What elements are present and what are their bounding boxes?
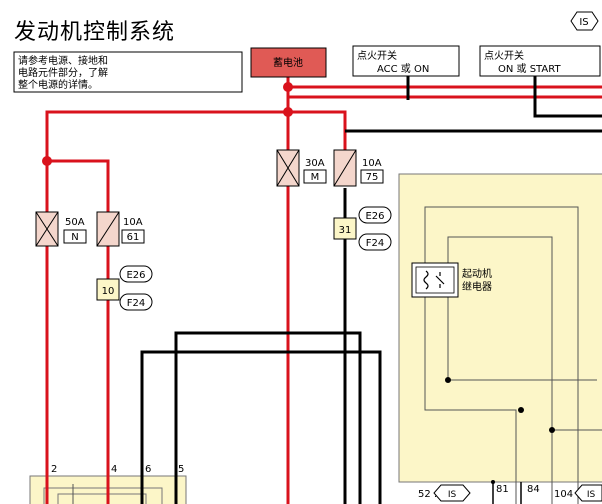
fuse-10a-75-amp: 10A <box>362 158 382 169</box>
relay-label-2: 继电器 <box>462 280 492 293</box>
fuse-10a-75-id: 75 <box>366 172 379 183</box>
note-box: 请参考电源、接地和 电路元件部分，了解 整个电源的详情。 <box>13 51 243 93</box>
ecm-inner-line-2 <box>424 297 517 504</box>
connector-31-label: 31 <box>339 225 352 236</box>
note-line-1: 请参考电源、接地和 <box>18 54 108 67</box>
connector-10: 10 E26 F24 <box>96 265 153 311</box>
pin-5: 5 <box>178 464 184 475</box>
fuse-30a: 30A M <box>276 149 327 187</box>
fuse-30a-amp: 30A <box>305 158 325 169</box>
fuse-50a: 50A N <box>35 211 87 247</box>
black-wires <box>140 76 602 504</box>
ecm-inner-line <box>424 206 579 504</box>
fuse-50a-id: N <box>71 232 78 243</box>
connector-10-f24: F24 <box>127 298 145 309</box>
corner-badge: IS <box>570 11 599 31</box>
note-line-3: 整个电源的详情。 <box>18 78 98 91</box>
connector-31: 31 E26 F24 <box>333 206 392 251</box>
page-title: 发动机控制系统 <box>14 20 176 45</box>
fuse-10a-61-amp: 10A <box>123 217 143 228</box>
fuse-10a-61-id: 61 <box>127 232 140 243</box>
fuse-50a-amp: 50A <box>65 217 85 228</box>
ref-104-label: 104 : <box>554 489 580 500</box>
ign-acc-line2: ACC 或 ON <box>377 63 429 75</box>
fuse-10a-75: 10A 75 <box>333 149 384 187</box>
ignition-switch-start: 点火开关 ON 或 START <box>479 45 601 77</box>
battery-label: 蓄电池 <box>273 56 303 69</box>
ecm-connector-inner2 <box>57 493 147 504</box>
relay-coil-icon <box>423 270 429 290</box>
ign-acc-line1: 点火开关 <box>357 49 397 62</box>
pin-4: 4 <box>111 464 117 475</box>
battery: 蓄电池 <box>250 47 327 78</box>
black-junctions <box>445 377 555 484</box>
ecm-connector-inner <box>43 487 163 504</box>
ref-52-label: 52 : <box>418 489 437 500</box>
fuse-10a-61: 10A 61 <box>96 211 145 247</box>
red-junctions <box>42 82 293 166</box>
ref-52-is: IS <box>448 490 457 500</box>
connector-31-e26: E26 <box>365 211 384 222</box>
connector-31-f24: F24 <box>366 238 384 249</box>
connector-10-e26: E26 <box>126 270 145 281</box>
fuse-30a-id: M <box>311 172 320 183</box>
pin-81: 81 <box>496 484 509 495</box>
connector-10-label: 10 <box>102 286 115 297</box>
relay-contact-icon <box>435 272 445 288</box>
corner-badge-text: IS <box>579 17 588 28</box>
relay-label-1: 起动机 <box>462 267 492 280</box>
ecm-inner-line-3 <box>447 236 553 504</box>
red-wires <box>45 77 602 504</box>
ign-start-line2: ON 或 START <box>498 63 561 75</box>
ign-start-line1: 点火开关 <box>484 49 524 62</box>
ref-104: 104 : IS <box>554 484 602 502</box>
starter-relay: 起动机 继电器 <box>411 262 492 298</box>
note-line-2: 电路元件部分，了解 <box>18 66 108 79</box>
ref-104-is: IS <box>587 490 596 500</box>
pin-6: 6 <box>145 464 151 475</box>
pin-2: 2 <box>51 464 57 475</box>
ref-52: 52 : IS <box>418 484 471 502</box>
black-thin-wires <box>492 482 522 504</box>
ignition-switch-acc: 点火开关 ACC 或 ON <box>352 45 460 77</box>
ecm-module-bg <box>398 173 602 483</box>
pin-84: 84 <box>527 484 540 495</box>
